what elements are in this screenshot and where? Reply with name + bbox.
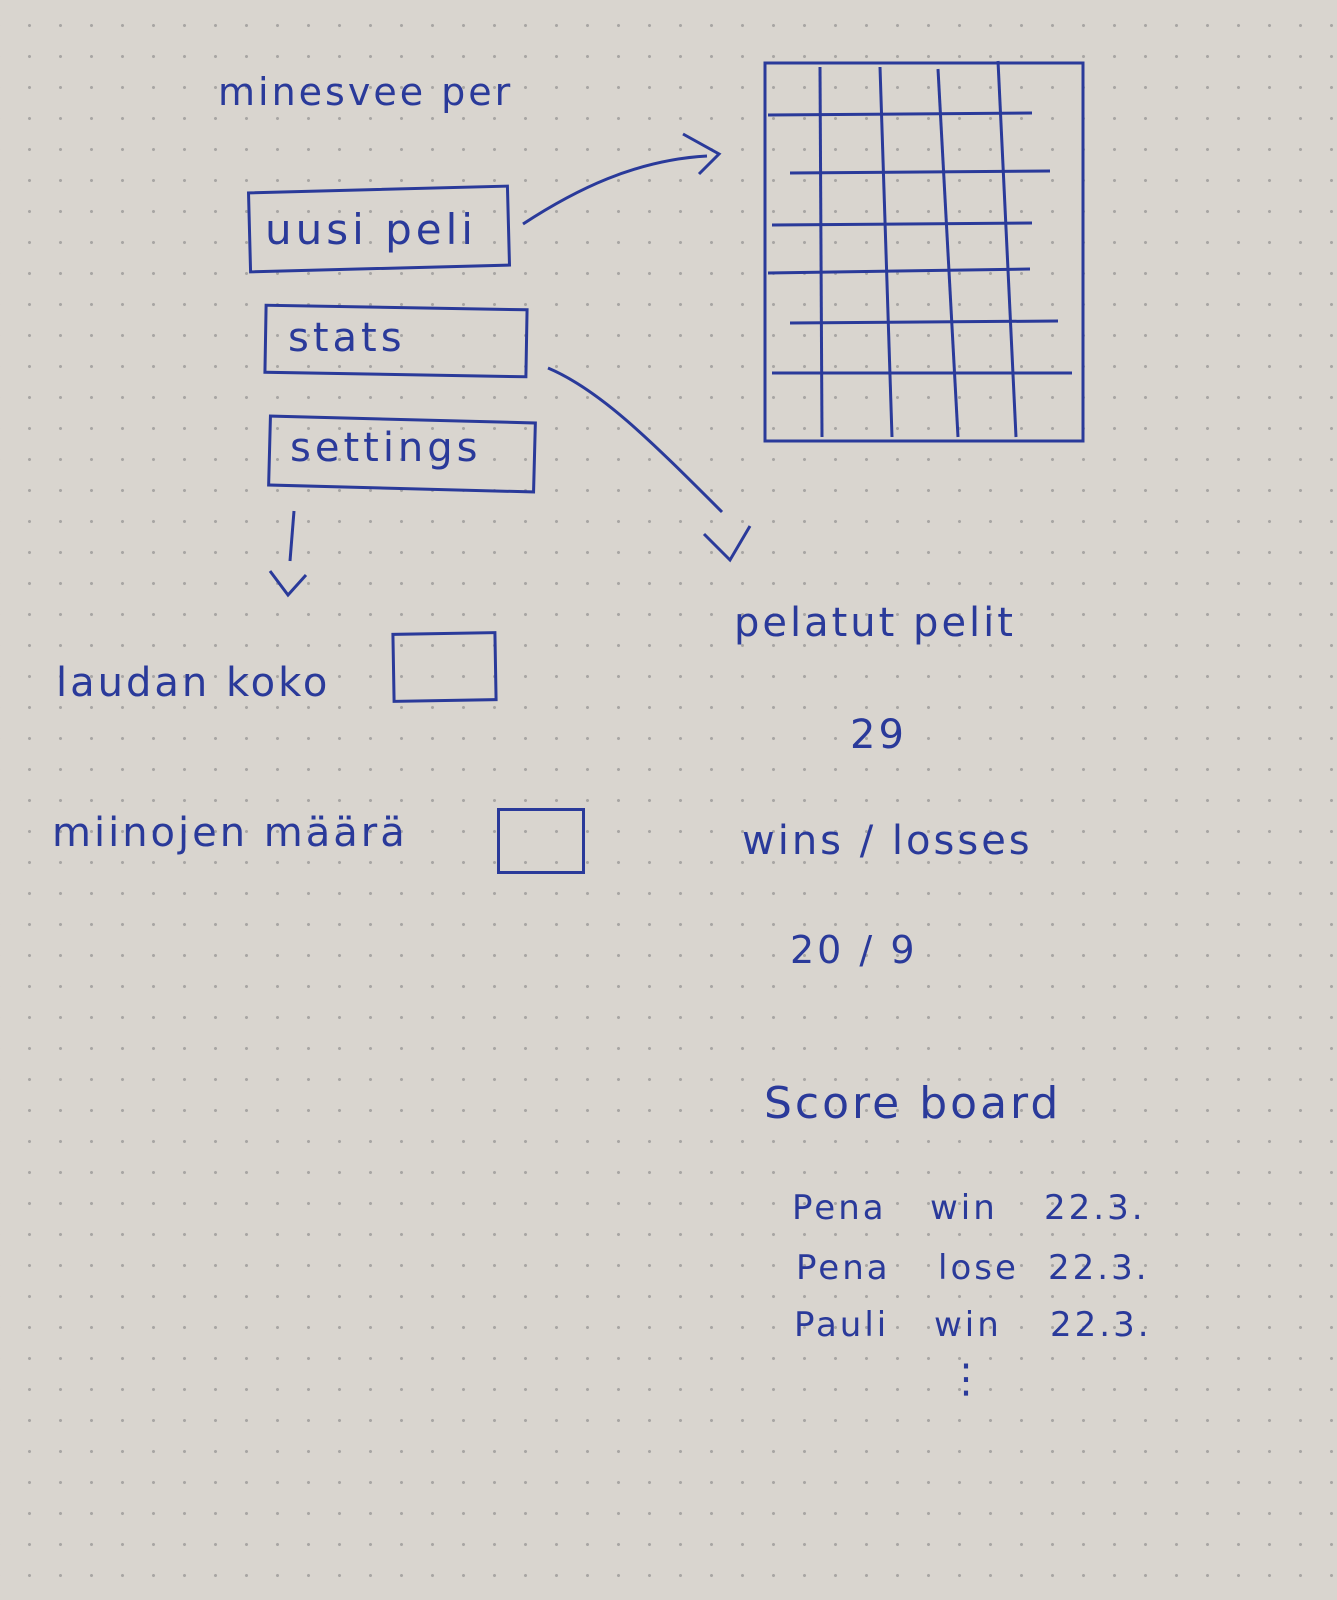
wins-losses-label: wins / losses [742, 818, 1033, 864]
scoreboard-player: Pauli [794, 1305, 890, 1345]
scoreboard-result: lose [938, 1248, 1019, 1288]
arrow-settings-to-settings-view [268, 510, 308, 598]
mine-count-input[interactable] [497, 808, 585, 874]
stats-button-label: stats [288, 315, 406, 361]
board-size-label: laudan koko [56, 660, 331, 706]
scoreboard-date: 22.3. [1050, 1305, 1152, 1345]
app-title: minesvee per [218, 70, 514, 114]
minesweeper-board-grid [763, 60, 1085, 443]
arrow-new-game-to-board [522, 132, 722, 226]
wins-losses-value: 20 / 9 [790, 928, 918, 972]
scoreboard-result: win [934, 1305, 1002, 1345]
mine-count-label: miinojen määrä [52, 810, 408, 856]
arrow-stats-to-stats-view [547, 366, 752, 563]
scoreboard-result: win [930, 1188, 998, 1228]
games-played-value: 29 [850, 712, 907, 758]
board-size-input[interactable] [391, 631, 498, 703]
scoreboard-player: Pena [792, 1188, 887, 1228]
scoreboard-player: Pena [796, 1248, 891, 1288]
games-played-label: pelatut pelit [734, 600, 1016, 646]
new-game-button-label: uusi peli [265, 205, 477, 254]
scoreboard-more-indicator: ⋮ [946, 1356, 986, 1402]
scoreboard-date: 22.3. [1048, 1248, 1150, 1288]
scoreboard-date: 22.3. [1044, 1188, 1146, 1228]
scoreboard-title: Score board [764, 1078, 1062, 1129]
settings-button-label: settings [290, 425, 482, 471]
